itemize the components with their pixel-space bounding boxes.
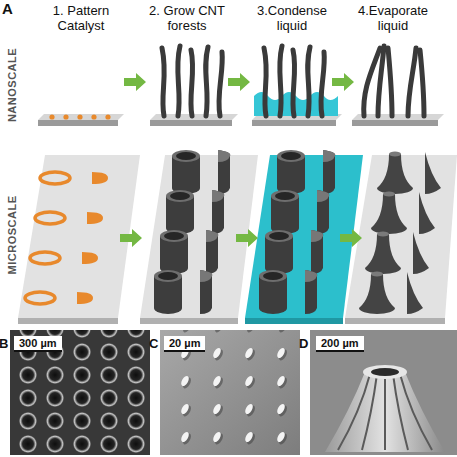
panel-label: B: [0, 336, 8, 351]
step-title: 4.Evaporate liquid: [348, 3, 438, 33]
scale-bar: 300 µm: [14, 336, 62, 352]
step-title: 2. Grow CNT forests: [142, 3, 232, 33]
cnt-bundle: [364, 46, 424, 116]
step-title: 1. Pattern Catalyst: [36, 3, 126, 33]
panel-label: A: [2, 0, 13, 17]
scale-bar-text: 300 µm: [19, 337, 57, 349]
scale-bar: 20 µm: [164, 336, 205, 352]
panel-label: C: [149, 336, 158, 351]
cnt-forest: [162, 46, 222, 116]
sem-panel: C20 µm: [160, 330, 300, 455]
scale-label: MICROSCALE: [6, 196, 18, 275]
scale-bar-text: 200 µm: [321, 337, 359, 349]
sem-panel: D200 µm: [310, 330, 457, 455]
step-title: 3.Condense liquid: [247, 3, 337, 33]
cnt-forest: [264, 46, 324, 116]
sem-image: [10, 330, 457, 455]
scale-label: NANOSCALE: [6, 48, 18, 122]
panel-label: D: [299, 336, 308, 351]
substrate: [38, 114, 444, 126]
scale-bar-text: 20 µm: [169, 337, 200, 349]
scale-bar: 200 µm: [316, 336, 364, 352]
catalyst-pattern: [25, 172, 108, 304]
cnt-microstructure: [154, 150, 441, 314]
sem-panel: B300 µm: [10, 330, 150, 455]
catalyst-dots: [49, 114, 110, 119]
process-arrow: [120, 229, 362, 247]
process-arrow: [124, 73, 354, 91]
